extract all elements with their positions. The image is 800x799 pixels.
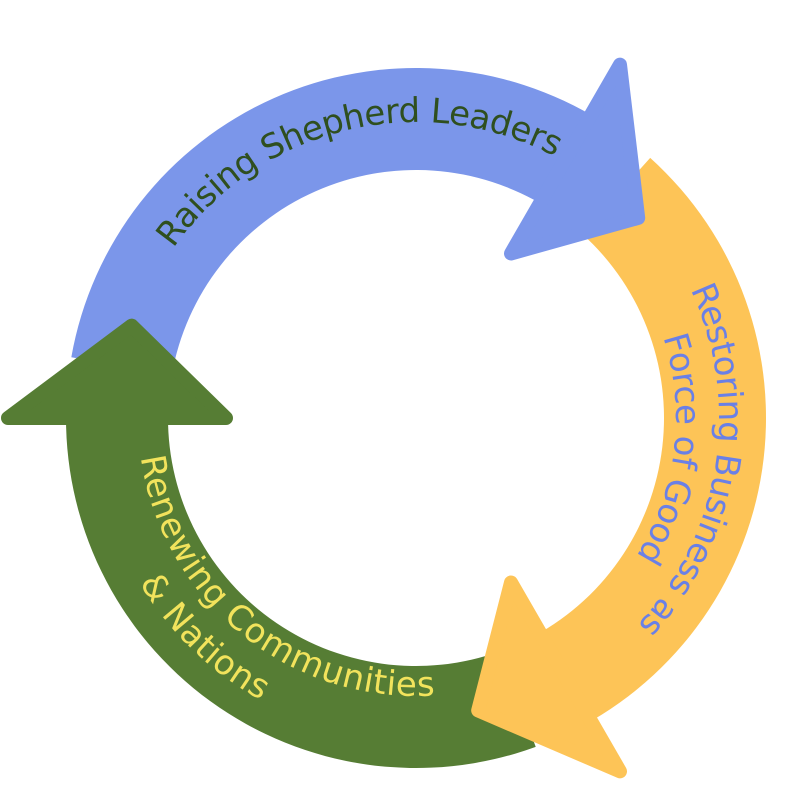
cycle-segment-restoring-business [520, 157, 766, 736]
arrowhead-raising-shepherd-leaders-icon [504, 57, 646, 261]
cycle-segment-renewing-communities [65, 405, 536, 768]
arrowhead-renewing-communities-icon [1, 318, 233, 425]
cycle-segment-raising-shepherd-leaders [71, 67, 602, 375]
arrowhead-restoring-business-icon [471, 575, 627, 779]
